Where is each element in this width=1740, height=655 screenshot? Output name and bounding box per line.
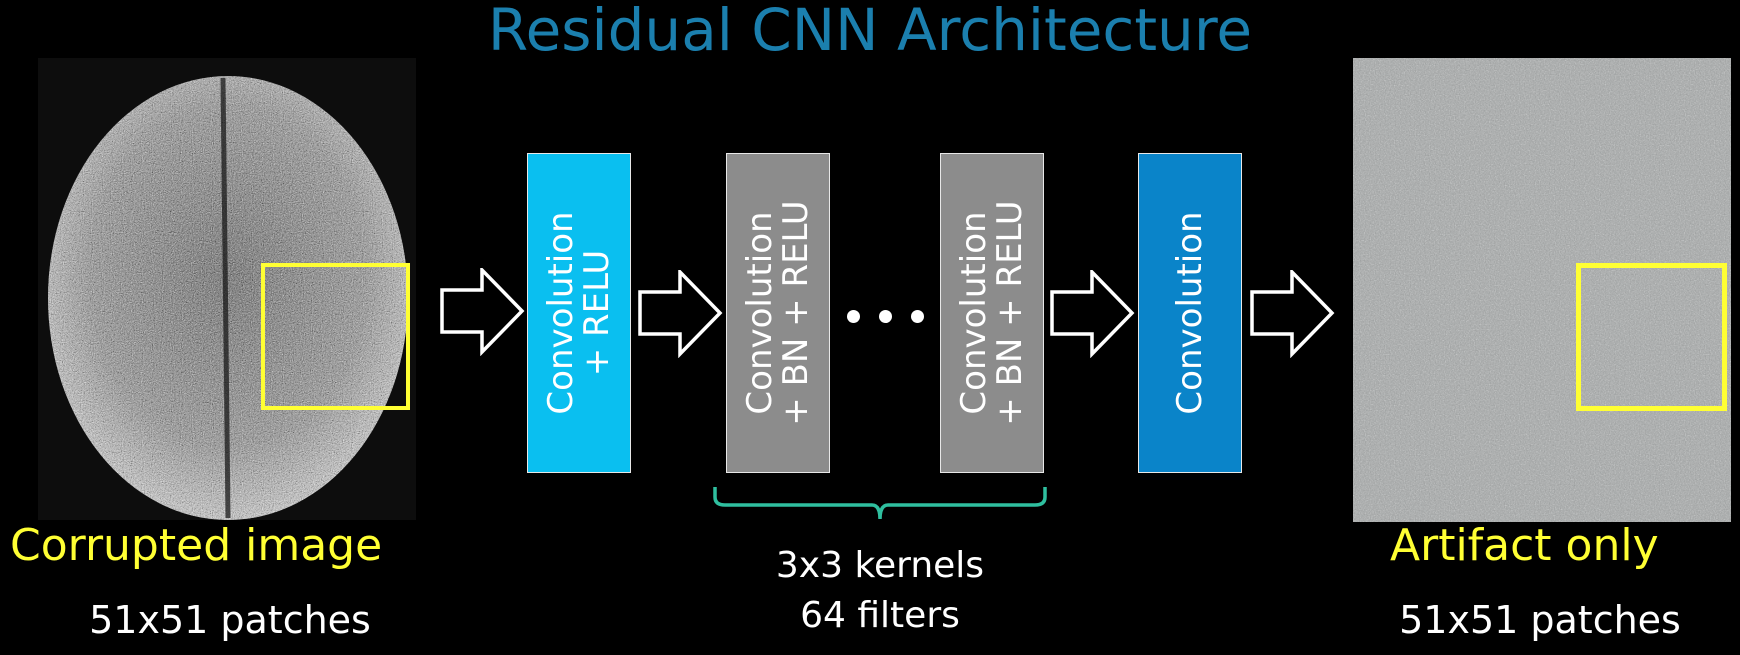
artifact-image <box>1353 58 1731 522</box>
input-caption: Corrupted image <box>10 520 383 571</box>
output-patch-size: 51x51 patches <box>1399 598 1681 642</box>
input-patch-size: 51x51 patches <box>89 598 371 642</box>
filter-count-label: 64 filters <box>800 595 960 636</box>
output-highlight-box <box>1576 263 1727 411</box>
arrow-right-icon <box>638 270 723 358</box>
curly-brace-icon <box>713 487 1047 520</box>
layer-conv-relu: Convolution+ RELU <box>527 153 631 473</box>
layer-conv-output: Convolution <box>1138 153 1242 473</box>
layer-label-line2: + BN + RELU <box>776 200 816 426</box>
output-caption: Artifact only <box>1390 520 1659 571</box>
layer-label-line2: + BN + RELU <box>990 200 1030 426</box>
kernel-size-label: 3x3 kernels <box>775 545 985 586</box>
layer-label-line2: + RELU <box>577 249 617 377</box>
layer-label-line1: Convolution <box>740 211 780 415</box>
ellipsis-dots <box>845 310 925 330</box>
arrow-right-icon <box>1050 270 1135 358</box>
layer-label-line1: Convolution <box>954 211 994 415</box>
input-highlight-box <box>261 263 410 410</box>
corrupted-image <box>38 58 416 520</box>
arrow-right-icon <box>1250 270 1335 358</box>
layer-conv-bn-relu-first: Convolution+ BN + RELU <box>726 153 830 473</box>
layer-conv-bn-relu-last: Convolution+ BN + RELU <box>940 153 1044 473</box>
diagram-title: Residual CNN Architecture <box>487 0 1253 64</box>
layer-label-line1: Convolution <box>541 211 581 415</box>
arrow-right-icon <box>440 268 525 356</box>
layer-label-line1: Convolution <box>1170 211 1210 415</box>
